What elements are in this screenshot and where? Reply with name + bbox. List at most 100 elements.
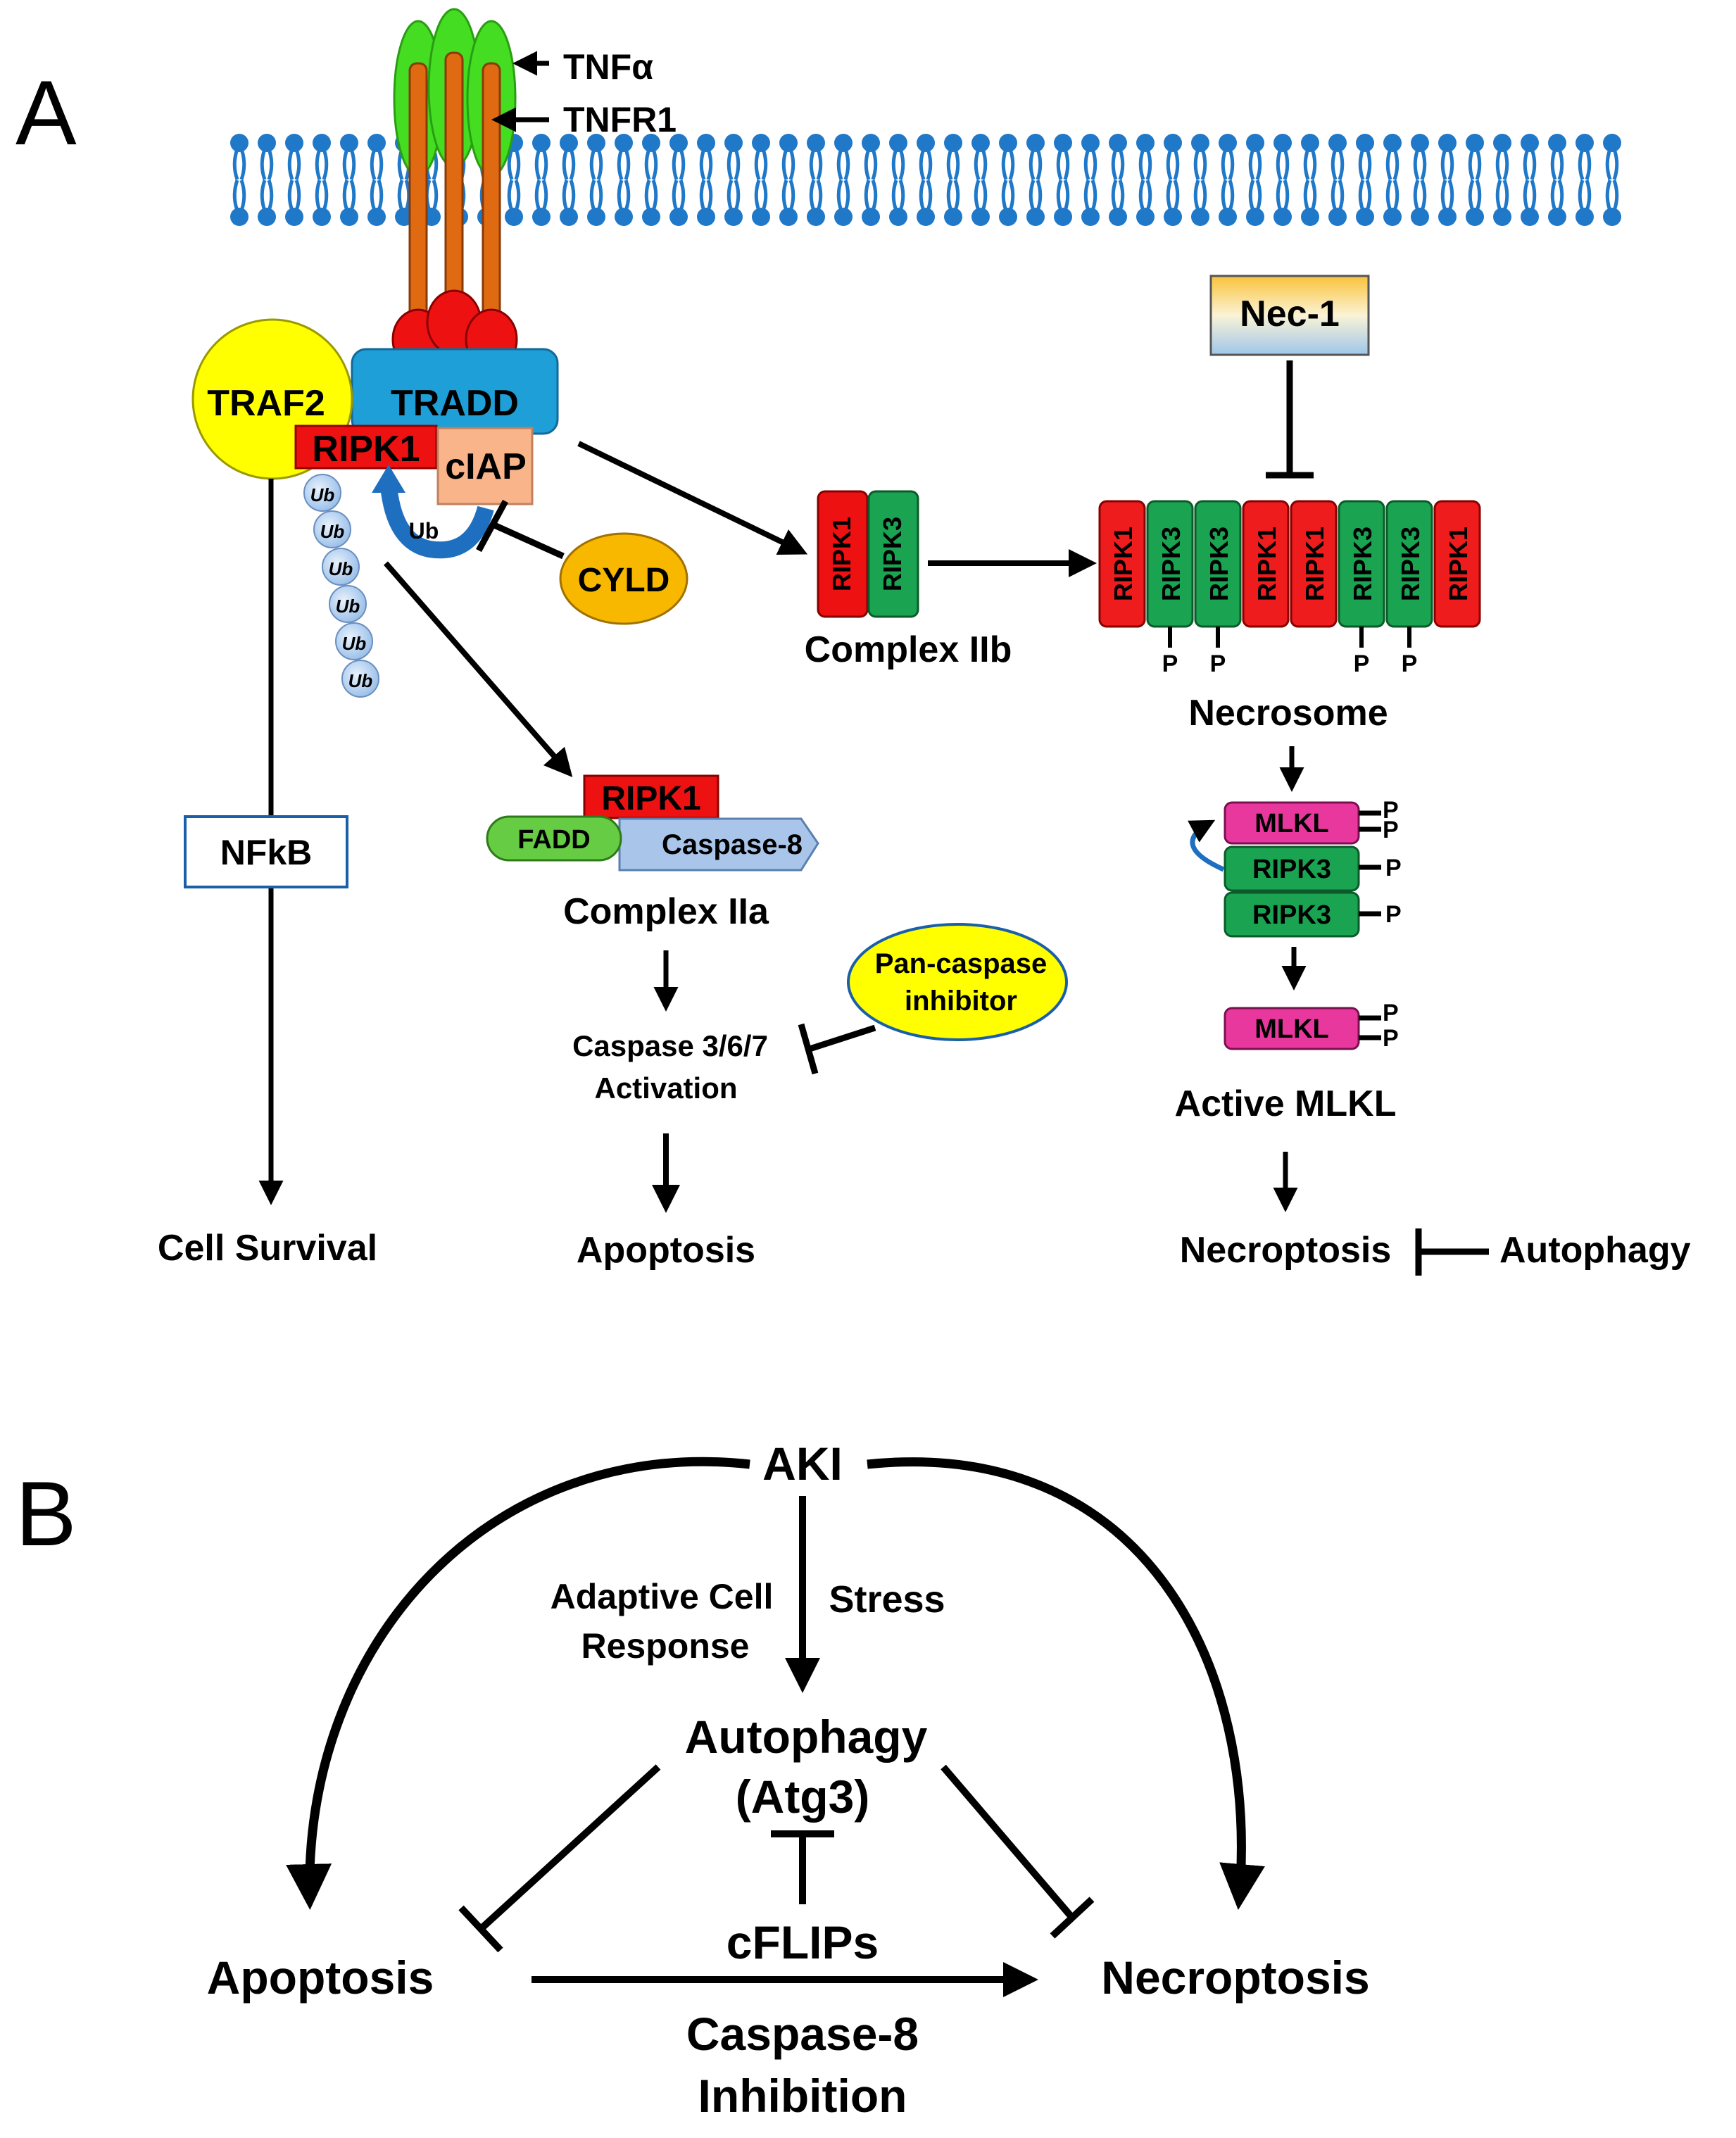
necrosome-subunit-label: RIPK1: [1109, 527, 1138, 601]
lipid: [944, 134, 962, 180]
ubiquitination-arrowhead: [372, 465, 405, 493]
complex-iia-ripk1-label: RIPK1: [601, 780, 700, 817]
pan-caspase-inhibitor-shape: [847, 923, 1068, 1041]
lipid: [999, 180, 1017, 226]
mlkl-autophosphorylation-arrow: [1188, 819, 1225, 872]
arrow-to-complex-iia: [383, 561, 573, 778]
necrosome-label: Necrosome: [1188, 693, 1388, 734]
apoptosis-label-b: Apoptosis: [207, 1951, 434, 2004]
lipid: [1493, 134, 1511, 180]
lipid: [532, 180, 551, 226]
svg-text:RIPK3: RIPK3: [878, 517, 907, 591]
lipid: [1521, 134, 1539, 180]
lipid: [1026, 134, 1045, 180]
lipid: [642, 180, 660, 226]
caspase-activation-line1: Caspase 3/6/7: [572, 1029, 768, 1062]
ciap-shape: [436, 427, 534, 505]
svg-text:RIPK3: RIPK3: [1252, 855, 1331, 884]
lipid: [1328, 180, 1347, 226]
fadd-label: FADD: [517, 825, 590, 855]
lipid: [1328, 134, 1347, 180]
autophagy-inhibits-apoptosis-bar: [458, 1905, 503, 1953]
traf2-label: TRAF2: [207, 383, 325, 424]
lipid: [587, 134, 605, 180]
phospho-label: P: [1162, 650, 1178, 677]
pan-caspase-line1: Pan-caspase: [875, 948, 1048, 979]
pan-caspase-inhibition-line: [808, 1024, 876, 1052]
necrosome-subunit-ripk1: [1242, 500, 1290, 628]
caspase8-shape: [618, 817, 819, 872]
active-mlkl-shape: [1224, 1007, 1360, 1050]
lipid: [1301, 134, 1319, 180]
complex-iia-ripk1-shape: [583, 774, 719, 819]
lipid: [697, 134, 715, 180]
autophagy-inhibits-necroptosis-line: [941, 1764, 1075, 1920]
ub-bead: Ub: [322, 548, 360, 586]
cell-survival-label: Cell Survival: [158, 1228, 377, 1269]
lipid: [615, 134, 633, 180]
active-mlkl-phospho-labels: P P: [1383, 1000, 1399, 1052]
necrosome-subunit-label: RIPK1: [1252, 527, 1281, 601]
lipid: [505, 180, 523, 226]
mlkl-ripk3-complex: MLKL RIPK3 RIPK3: [1224, 801, 1360, 938]
lipid: [560, 134, 578, 180]
lipid: [1273, 180, 1292, 226]
lipid: [889, 134, 907, 180]
phospho-label: P: [1210, 650, 1226, 677]
svg-text:P: P: [1383, 817, 1399, 843]
nec1-label: Nec-1: [1240, 294, 1340, 334]
lipid: [1109, 180, 1127, 226]
complex-iia-label: Complex IIa: [563, 891, 769, 932]
lipid: [1521, 180, 1539, 226]
lipid: [285, 180, 303, 226]
ub-bead: Ub: [329, 585, 367, 623]
lipid: [999, 134, 1017, 180]
lipid: [615, 180, 633, 226]
necrosome-subunit-label: RIPK3: [1396, 527, 1425, 601]
cyld-inhibition-bar: [476, 499, 508, 553]
ub-bead: Ub: [303, 474, 341, 512]
necrosome-subunit-label: RIPK3: [1348, 527, 1377, 601]
fadd-shape: [486, 815, 622, 862]
lipid: [340, 180, 358, 226]
lipid: [807, 180, 825, 226]
cyld-label: CYLD: [578, 562, 670, 599]
aki-to-necroptosis-arrow: [867, 1457, 1265, 1910]
lipid: [1136, 180, 1155, 226]
lipid: [1548, 134, 1566, 180]
lipid: [917, 134, 935, 180]
lipid: [313, 180, 331, 226]
pan-caspase-inhibition-bar: [798, 1023, 819, 1075]
autophagy-inhibits-apoptosis-line: [478, 1764, 661, 1932]
complex-iib: RIPK1 RIPK3: [817, 490, 919, 618]
lipid: [1466, 180, 1484, 226]
lipid: [340, 134, 358, 180]
lipid: [807, 134, 825, 180]
lipid: [367, 134, 386, 180]
autophagy-label-b: Autophagy: [685, 1711, 928, 1763]
ub-transfer-label: Ub: [409, 518, 439, 543]
lipid: [862, 180, 880, 226]
phospho-label: P: [1402, 650, 1418, 677]
tnf-alpha-label: TNFα: [563, 47, 653, 87]
lipid: [1575, 134, 1594, 180]
lipid: [1493, 180, 1511, 226]
lipid: [1466, 134, 1484, 180]
lipid: [1411, 134, 1429, 180]
lipid: [917, 180, 935, 226]
svg-text:Ub: Ub: [342, 633, 367, 654]
tradd-label: TRADD: [391, 383, 519, 424]
pan-caspase-line2: inhibitor: [905, 986, 1017, 1017]
lipid: [1548, 180, 1566, 226]
adaptive-line1: Adaptive Cell: [551, 1577, 774, 1616]
lipid: [889, 180, 907, 226]
necrosome-subunit-ripk1: [1098, 500, 1146, 628]
lipid: [285, 134, 303, 180]
lipid: [1081, 134, 1100, 180]
lipid: [1273, 134, 1292, 180]
cyld-shape: [559, 532, 688, 625]
lipid: [1246, 134, 1264, 180]
lipid: [1164, 180, 1182, 226]
aki-to-apoptosis-arrow: [286, 1457, 750, 1910]
